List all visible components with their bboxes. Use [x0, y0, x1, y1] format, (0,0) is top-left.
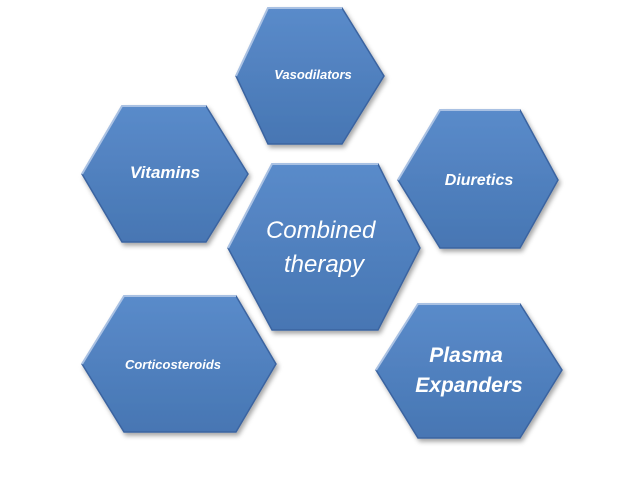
- hex-corticosteroids-label: Corticosteroids: [125, 357, 221, 372]
- hex-plasma-expanders: Plasma Expanders: [375, 303, 563, 439]
- hex-vasodilators-highlight: [235, 7, 342, 77]
- hex-plasma-expanders-line-1: Plasma: [429, 344, 503, 367]
- hex-vasodilators-label: Vasodilators: [274, 67, 352, 82]
- hex-diuretics-line-1: Diuretics: [445, 172, 514, 189]
- hex-corticosteroids-highlight: [81, 295, 236, 365]
- hex-corticosteroids: Corticosteroids: [81, 295, 277, 433]
- hex-vitamins-line-1: Vitamins: [130, 163, 200, 182]
- hex-plasma-expanders-highlight: [375, 303, 520, 371]
- hex-plasma-expanders-label: Plasma Expanders: [415, 344, 522, 397]
- hex-vitamins: Vitamins: [81, 105, 249, 243]
- hex-combined-therapy-line-2: therapy: [284, 251, 366, 278]
- hex-vitamins-label: Vitamins: [130, 163, 200, 182]
- hex-combined-therapy-line-1: Combined: [266, 217, 376, 244]
- hex-diuretics-highlight: [397, 109, 520, 181]
- hex-vasodilators-line-1: Vasodilators: [274, 67, 352, 82]
- hex-combined-therapy-label: Combined therapy: [266, 217, 382, 278]
- hex-plasma-expanders-line-2: Expanders: [415, 374, 522, 397]
- hex-combined-therapy: Combined therapy: [227, 163, 421, 331]
- hex-diuretics: Diuretics: [397, 109, 559, 249]
- hex-combined-therapy-shape: [227, 163, 421, 331]
- hex-corticosteroids-line-1: Corticosteroids: [125, 357, 221, 372]
- hex-vasodilators: Vasodilators: [235, 7, 385, 145]
- hex-diuretics-label: Diuretics: [445, 172, 514, 189]
- hex-plasma-expanders-shape: [375, 303, 563, 439]
- hex-combined-therapy-highlight: [227, 163, 378, 249]
- hex-vitamins-highlight: [81, 105, 206, 175]
